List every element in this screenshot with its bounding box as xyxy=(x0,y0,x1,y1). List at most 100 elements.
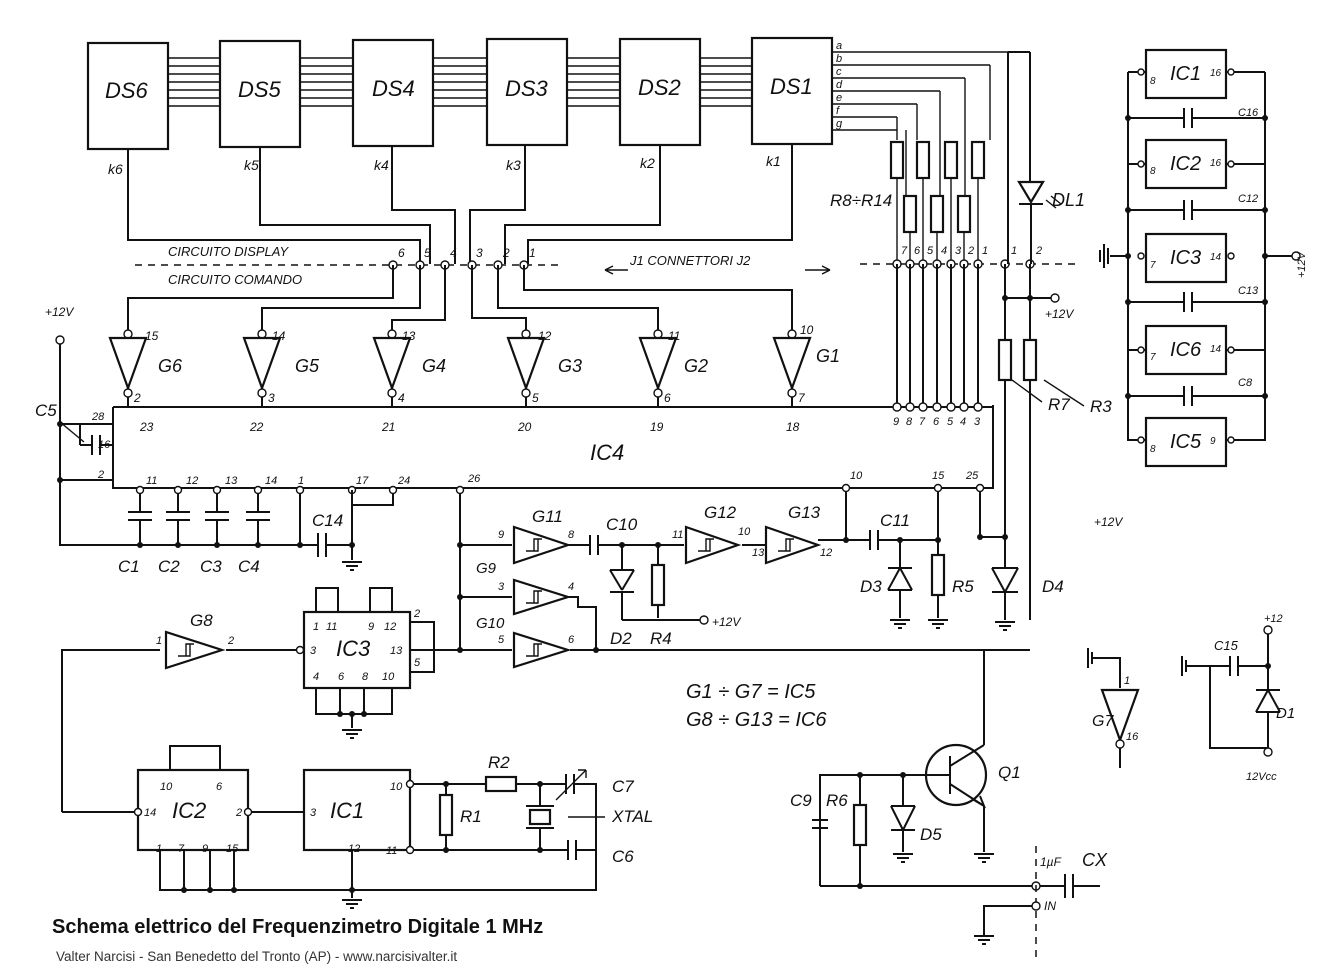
c8-capacitor xyxy=(1128,386,1265,406)
equations: G1 ÷ G7 = IC5 G8 ÷ G13 = IC6 xyxy=(686,681,827,731)
pin-number: 16 xyxy=(1210,158,1222,169)
cap-label: C12 xyxy=(1238,193,1258,205)
pin-number: 14 xyxy=(1210,344,1222,355)
cathode-lines xyxy=(127,144,793,264)
pin-number: 18 xyxy=(786,420,800,434)
c10-capacitor xyxy=(568,535,684,555)
pin-number: 14 xyxy=(144,807,156,819)
cap-label: C13 xyxy=(1238,285,1259,297)
plus12-label: +12V xyxy=(1296,250,1308,278)
pin-number: 20 xyxy=(517,420,532,434)
pin-number: 9 xyxy=(368,621,374,633)
pin-number: 5 xyxy=(947,416,954,428)
ic4-bottom-pins: 11 12 13 14 1 17 24 26 10 15 25 xyxy=(135,470,985,495)
pin-number: 12 xyxy=(348,843,360,855)
plus12-label: +12 xyxy=(1264,613,1283,625)
ic3-bottom-links xyxy=(315,688,393,728)
supply-ic1: IC1 8 16 xyxy=(1128,48,1265,100)
led-rays xyxy=(1045,195,1062,209)
pin-number: 23 xyxy=(139,420,154,434)
supply-ic2: IC2 8 16 xyxy=(1128,138,1265,190)
c4-label: C4 xyxy=(238,557,260,576)
author-credit: Valter Narcisi - San Benedetto del Tront… xyxy=(56,949,458,964)
led-resistor-feed xyxy=(1004,264,1031,340)
pin-number: 12 xyxy=(186,475,198,487)
segment-lines xyxy=(832,51,1008,131)
resistor-leads xyxy=(896,178,979,264)
supply-ic-label: IC2 xyxy=(1170,153,1201,175)
input-stage: Q1 C9 R6 D5 1µF CX IN xyxy=(790,650,1108,960)
c16-capacitor xyxy=(1128,108,1265,128)
pin-number: 2 xyxy=(227,635,234,647)
gate-label: G11 xyxy=(532,507,563,526)
loop-left xyxy=(61,649,160,812)
supply-filter: +12 C15 D1 12Vcc xyxy=(1181,613,1295,783)
pin-number: 22 xyxy=(249,420,264,434)
gate-label: G8 xyxy=(190,611,213,630)
cathode-label: k5 xyxy=(244,157,259,173)
r6-label: R6 xyxy=(826,791,848,810)
supply-ic3: IC3 7 14 xyxy=(1137,232,1235,284)
c6-capacitor xyxy=(567,840,596,860)
pin-number: 12 xyxy=(820,547,832,559)
pin-number: 10 xyxy=(160,781,173,793)
display-ds2: DS2 k2 xyxy=(618,37,702,171)
pin-number: 2 xyxy=(133,391,141,405)
pin-number: 11 xyxy=(668,329,680,343)
pin-number: 1 xyxy=(529,246,536,260)
connectors-label: J1 CONNETTORI J2 xyxy=(629,253,751,268)
plus12-label: +12V xyxy=(1094,515,1123,529)
ic4-seg-pins: 9 8 7 6 5 4 3 xyxy=(892,402,983,428)
ground-symbol xyxy=(893,853,913,863)
pin-number: 13 xyxy=(390,645,403,657)
pin-number: 25 xyxy=(965,470,979,482)
plus12-label: +12V xyxy=(712,615,741,629)
c14-label: C14 xyxy=(312,511,343,530)
ic4-top-bus xyxy=(113,406,994,488)
supply-ic-label: IC5 xyxy=(1170,431,1202,453)
ground-symbol xyxy=(974,853,994,863)
q1-label: Q1 xyxy=(998,763,1021,782)
pin-number: 8 xyxy=(906,416,913,428)
display-label: DS3 xyxy=(505,76,549,101)
driver-g4: 13 4 G4 21 xyxy=(372,329,446,434)
timebase-section: 1 2 G8 IC3 3 1 11 9 12 2 13 5 4 6 8 10 xyxy=(61,587,653,909)
driver-g2: 11 6 G2 19 xyxy=(638,329,708,434)
cathode-label: k4 xyxy=(374,157,389,173)
pin-number: 8 xyxy=(1150,444,1156,455)
led-label: DL1 xyxy=(1052,190,1085,210)
driver-g5: 14 3 G5 22 xyxy=(242,329,320,434)
c13-capacitor xyxy=(1128,292,1265,312)
pin-number: 15 xyxy=(226,843,239,855)
pin-number: 5 xyxy=(927,245,934,257)
pin-number: 4 xyxy=(313,671,319,683)
c5-pointer xyxy=(59,421,85,443)
d4-diode xyxy=(979,492,1019,620)
segment-resistors: R8÷R14 xyxy=(830,140,986,264)
pin-number: 3 xyxy=(974,416,981,428)
pin-number: 13 xyxy=(402,329,416,343)
pin-number: 2 xyxy=(1035,245,1042,257)
connector-section: CIRCUITO DISPLAY CIRCUITO COMANDO J1 CON… xyxy=(127,244,1080,405)
c2-label: C2 xyxy=(158,557,180,576)
display-section-label: CIRCUITO DISPLAY xyxy=(168,244,289,259)
input-cap-label: 1µF xyxy=(1040,855,1062,869)
cathode-label: k3 xyxy=(506,157,521,173)
segment-letter: f xyxy=(836,105,840,117)
display-label: DS4 xyxy=(372,76,415,101)
plus12-label: +12V xyxy=(45,305,74,319)
pin-number: 1 xyxy=(982,245,988,257)
pin-number: 10 xyxy=(800,323,814,337)
pin-number: 11 xyxy=(146,475,157,487)
pin-number: 16 xyxy=(1126,731,1139,743)
gate-label: G10 xyxy=(476,615,505,632)
pin-number: 13 xyxy=(752,547,765,559)
r3-label: R3 xyxy=(1090,397,1112,416)
segment-letter: b xyxy=(836,53,842,65)
d3-label: D3 xyxy=(860,577,882,596)
cathode-label: k6 xyxy=(108,161,123,177)
pin-number: 10 xyxy=(382,671,395,683)
input-coupling xyxy=(820,874,1100,898)
input-pin-label: IN xyxy=(1044,899,1056,913)
